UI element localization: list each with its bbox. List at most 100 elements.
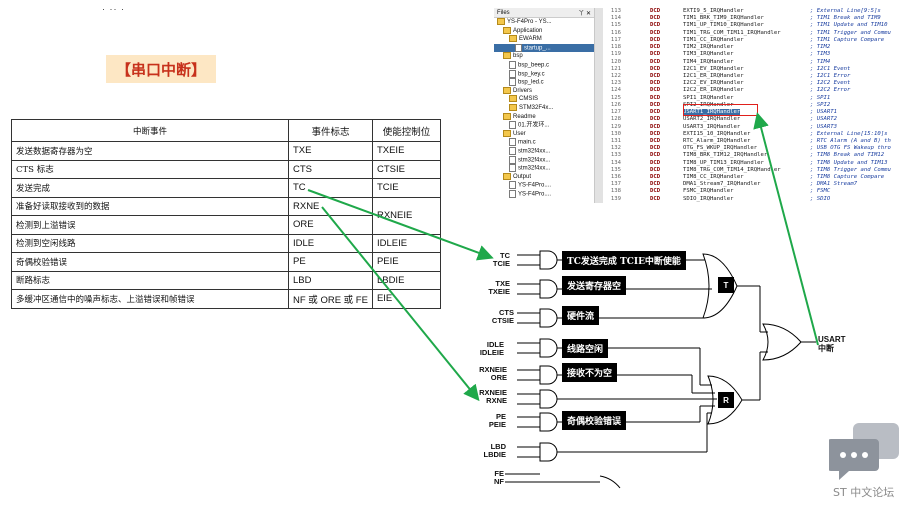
- file-tree-label: bsp_key.c: [518, 71, 545, 78]
- code-comment: ; USART2: [810, 116, 837, 123]
- directive: DCD: [650, 15, 661, 22]
- code-comment: ; TIM8 Capture Compare: [810, 174, 885, 181]
- file-tree-label: bsp: [513, 53, 523, 60]
- interrupt-table: 中断事件 事件标志 使能控制位 发送数据寄存器为空 TXE TXEIE CTS …: [11, 119, 441, 309]
- table-row: CTS 标志 CTS CTSIE: [11, 159, 441, 179]
- file-tree-item[interactable]: YS-F4Pro....: [494, 181, 594, 190]
- handler-name: FSMC_IRQHandler: [683, 188, 734, 195]
- file-tree-item[interactable]: bsp_key.c: [494, 69, 594, 79]
- code-comment: ; TIM8 Break and TIM12: [810, 152, 885, 159]
- usart1-highlight-box: [683, 104, 758, 116]
- file-tree-item[interactable]: stm32f4xx...: [494, 155, 594, 165]
- file-tree-label: Drivers: [513, 87, 532, 94]
- code-comment: ; DMA1 Stream7: [810, 181, 858, 188]
- code-comment: ; USART1: [810, 109, 837, 116]
- cell-enable: RXNEIE: [371, 196, 441, 235]
- directive: DCD: [650, 188, 661, 195]
- file-icon: [509, 78, 516, 87]
- line-number: 132: [610, 145, 621, 152]
- cell-flag: NF 或 ORE 或 FE: [288, 289, 373, 309]
- line-number: 134: [610, 159, 621, 166]
- file-tree-item[interactable]: Readme: [494, 112, 594, 122]
- line-number: 121: [610, 65, 621, 72]
- line-number: 116: [610, 29, 621, 36]
- file-tree-item[interactable]: Application: [494, 26, 594, 36]
- file-tree-item[interactable]: YS-F4Pro - YS...: [494, 18, 594, 27]
- handler-name: TIM8_UP_TIM13_IRQHandler: [683, 159, 764, 166]
- code-comment: ; FSMC: [810, 188, 831, 195]
- table-row: 多缓冲区通信中的噪声标志、上溢错误和帧错误 NF 或 ORE 或 FE EIE: [11, 289, 441, 309]
- line-number: 129: [610, 123, 621, 130]
- code-comment: ; External Line[15:10]s: [810, 130, 888, 137]
- cell-enable: EIE: [371, 289, 441, 309]
- file-icon: [509, 181, 516, 190]
- directive: DCD: [650, 123, 661, 130]
- label-tx-empty: 发送寄存器空: [562, 276, 627, 295]
- file-icon: [509, 164, 516, 173]
- file-tree-item[interactable]: Drivers: [494, 86, 594, 96]
- handler-name: TIM8_BRK_TIM12_IRQHandler: [683, 152, 768, 159]
- file-tree-label: STM32F4x...: [519, 105, 554, 112]
- code-comment: ; SPI1: [810, 94, 831, 101]
- directive: DCD: [650, 181, 661, 188]
- line-number: 136: [610, 174, 621, 181]
- and-gate-cts: [539, 308, 558, 328]
- file-tree-item[interactable]: CMSIS: [494, 95, 594, 104]
- line-number: 120: [610, 58, 621, 65]
- file-tree-item[interactable]: STM32F4x...: [494, 103, 594, 113]
- cell-enable: TXEIE: [371, 141, 441, 161]
- cell-enable: TCIE: [371, 178, 441, 198]
- directive: DCD: [650, 80, 661, 87]
- forum-chat-icon: [829, 423, 899, 480]
- code-comment: ; TIM8 Trigger and Commu: [810, 166, 891, 173]
- handler-name: TIM2_IRQHandler: [683, 44, 734, 51]
- file-tree-item[interactable]: stm32f4xx...: [494, 146, 594, 156]
- gate-r-label: R: [718, 392, 734, 408]
- file-tree-item[interactable]: 01.开发环...: [494, 121, 594, 130]
- code-comment: ; TIM1 Trigger and Commu: [810, 29, 891, 36]
- file-tree-item[interactable]: Output: [494, 172, 594, 182]
- handler-name: USART2_IRQHandler: [683, 116, 741, 123]
- file-tree-item[interactable]: main.c: [494, 138, 594, 147]
- line-number: 118: [610, 44, 621, 51]
- file-tree-item[interactable]: User: [494, 129, 594, 139]
- file-tree-label: YS-F4Pro....: [518, 182, 552, 189]
- line-number: 126: [610, 101, 621, 108]
- arrow-tc: [307, 189, 494, 261]
- file-tree-item[interactable]: YS-F4Pro....: [494, 189, 594, 199]
- file-tree-item[interactable]: bsp_beep.c: [494, 60, 594, 70]
- pin-close-icons[interactable]: 丫 ✕: [578, 11, 591, 17]
- file-tree-item[interactable]: EWARM: [494, 35, 594, 44]
- line-number: 128: [610, 116, 621, 123]
- folder-icon: [503, 172, 511, 180]
- handler-name: TIM1_TRG_COM_TIM11_IRQHandler: [683, 29, 781, 36]
- handler-name: I2C2_ER_IRQHandler: [683, 87, 744, 94]
- file-tree-item[interactable]: bsp: [494, 52, 594, 61]
- file-tree-item[interactable]: stm32f4xx...: [494, 164, 594, 173]
- file-icon: [509, 146, 516, 155]
- file-tree-item[interactable]: startup_...: [494, 43, 594, 53]
- arrow-rxne: [321, 206, 480, 402]
- line-number: 117: [610, 36, 621, 43]
- and-gate-rxne: [539, 389, 558, 409]
- file-icon: [509, 138, 516, 147]
- file-tree-label: main.c: [518, 139, 536, 146]
- file-tree-item[interactable]: bsp_led.c: [494, 78, 594, 87]
